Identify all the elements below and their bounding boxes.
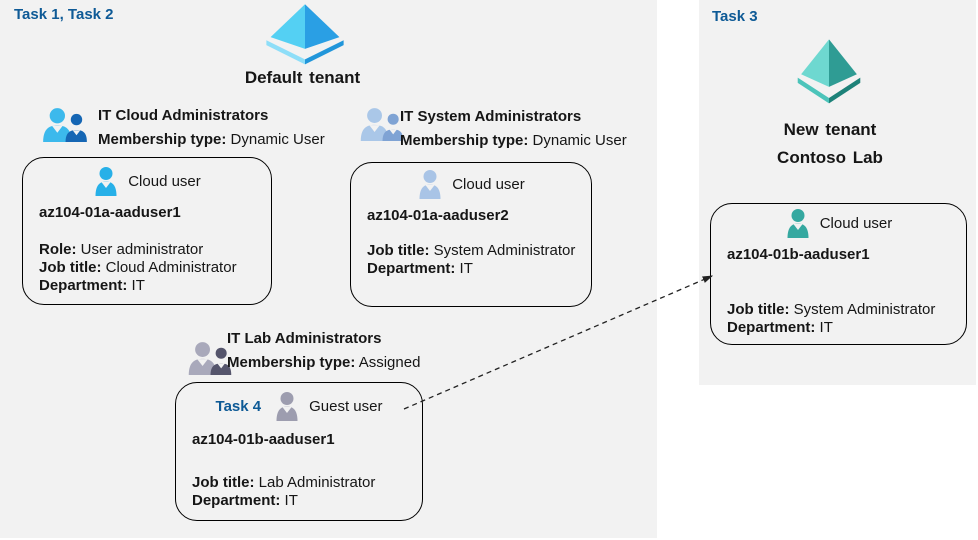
membership-label: Membership type: xyxy=(400,132,529,149)
membership-value: Assigned xyxy=(358,354,421,371)
user-card: Cloud user az104-01a-aaduser1 Role: User… xyxy=(22,157,272,305)
membership-label: Membership type: xyxy=(227,354,356,371)
field-row: Job title: System Administrator xyxy=(367,242,576,259)
user-type-label: Cloud user xyxy=(452,175,525,193)
user-fields: Job title: Lab Administrator Department:… xyxy=(192,474,422,510)
azure-tenant-icon xyxy=(797,39,861,104)
user-name: az104-01b-aaduser1 xyxy=(192,431,335,448)
field-row: Job title: System Administrator xyxy=(727,301,936,318)
task-3-label: Task 3 xyxy=(712,8,758,25)
group-icon xyxy=(360,108,404,141)
membership-value: Dynamic User xyxy=(532,132,627,149)
user-name: az104-01a-aaduser1 xyxy=(39,204,181,221)
field-row: Department: IT xyxy=(727,319,833,336)
cloud-user-icon xyxy=(419,170,441,199)
default-tenant-panel xyxy=(0,0,657,538)
user-fields: Job title: System Administrator Departme… xyxy=(367,242,591,278)
membership-label: Membership type: xyxy=(98,131,227,148)
user-type-label: Cloud user xyxy=(819,214,893,232)
card-header: Task 4 Guest user xyxy=(176,391,422,421)
group-icon xyxy=(188,342,232,375)
field-row: Job title: Lab Administrator xyxy=(192,474,376,491)
field-row: Job title: Cloud Administrator xyxy=(39,259,237,276)
cloud-user-icon xyxy=(787,209,809,238)
field-row: Department: IT xyxy=(39,277,145,294)
group-name: IT System Administrators xyxy=(400,108,582,125)
field-row: Role: User administrator xyxy=(39,241,204,258)
group-name: IT Cloud Administrators xyxy=(98,107,269,124)
user-card: Cloud user az104-01b-aaduser1 Job title:… xyxy=(710,203,967,345)
user-fields: Job title: System Administrator Departme… xyxy=(727,301,966,337)
new-tenant-title-line2: Contoso Lab xyxy=(777,148,883,167)
task-1-2-label: Task 1, Task 2 xyxy=(14,6,114,23)
cloud-user-icon xyxy=(95,167,117,196)
new-tenant-title-line1: New tenant xyxy=(783,120,877,139)
group-membership: Membership type: Dynamic User xyxy=(98,131,325,148)
field-row: Department: IT xyxy=(192,492,298,509)
group-name: IT Lab Administrators xyxy=(227,330,382,347)
user-fields: Role: User administrator Job title: Clou… xyxy=(39,241,271,295)
guest-user-card: Task 4 Guest user az104-01b-aaduser1 Job… xyxy=(175,382,423,521)
field-row: Department: IT xyxy=(367,260,473,277)
user-type-label: Cloud user xyxy=(128,172,201,190)
group-icon xyxy=(43,108,87,142)
card-header: Cloud user xyxy=(23,166,271,196)
group-membership: Membership type: Assigned xyxy=(227,354,420,371)
user-type-label: Guest user xyxy=(309,397,383,415)
user-card: Cloud user az104-01a-aaduser2 Job title:… xyxy=(350,162,592,307)
default-tenant-title: Default tenant xyxy=(244,68,361,87)
membership-value: Dynamic User xyxy=(230,131,325,148)
user-name: az104-01a-aaduser2 xyxy=(367,207,509,224)
group-membership: Membership type: Dynamic User xyxy=(400,132,627,149)
azure-tenant-icon xyxy=(266,4,344,65)
user-name: az104-01b-aaduser1 xyxy=(727,246,870,263)
guest-user-icon xyxy=(276,392,298,421)
card-header: Cloud user xyxy=(351,169,591,199)
card-header: Cloud user xyxy=(711,208,966,238)
task-4-label: Task 4 xyxy=(215,397,262,415)
